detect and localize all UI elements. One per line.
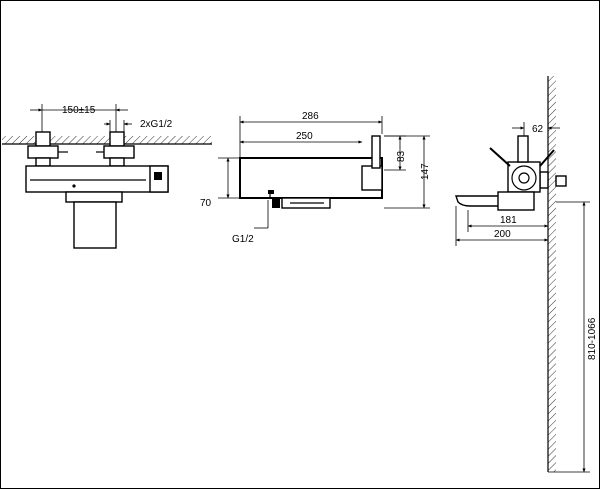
side-body-label: 250 <box>296 131 313 142</box>
wall-hatch <box>548 76 556 472</box>
front-connection-label: 2xG1/2 <box>140 119 173 130</box>
side-depth-lever-label: 83 <box>396 150 407 162</box>
wall-offset-label: 62 <box>532 124 544 135</box>
side-total-label: 286 <box>302 111 319 122</box>
wall-view: 62 181 200 810-1066 <box>455 76 598 473</box>
spout-200-label: 200 <box>494 229 511 240</box>
front-wall-hatch <box>2 136 212 144</box>
mount-height-label: 810-1066 <box>587 317 598 360</box>
side-view: 286 250 83 147 70 G1/2 <box>200 111 431 245</box>
side-connection-label: G1/2 <box>232 234 254 245</box>
side-height-label: 70 <box>200 198 212 209</box>
front-view: 150±15 2xG1/2 <box>2 104 212 249</box>
spout-181-label: 181 <box>500 215 517 226</box>
side-depth-total-label: 147 <box>420 163 431 180</box>
front-spacing-label: 150±15 <box>62 105 96 116</box>
